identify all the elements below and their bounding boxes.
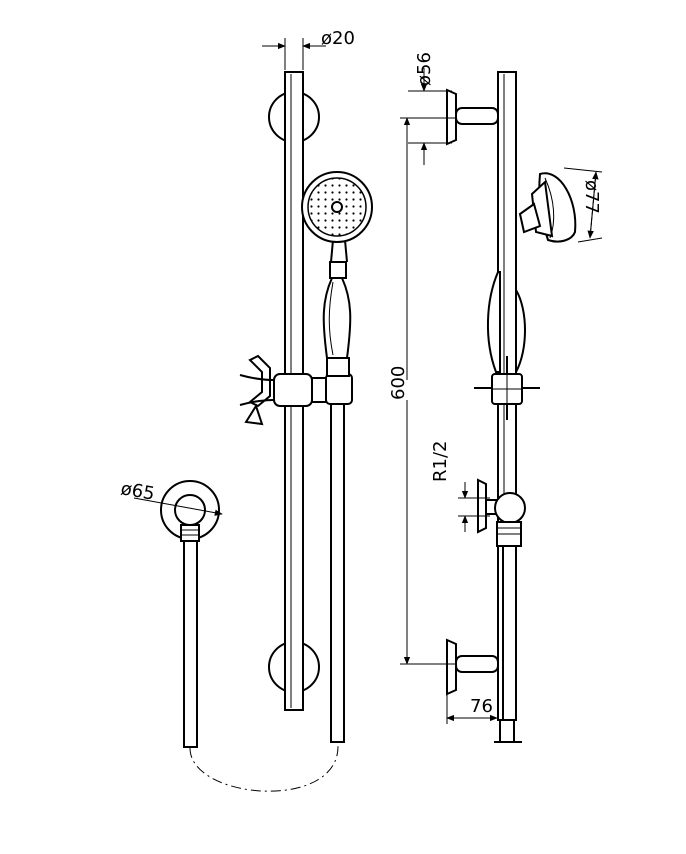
bar-diameter-label: ø20 [321, 28, 355, 49]
side-view: ø56 600 ø77 [388, 52, 603, 743]
thread-size-dimension: R1/2 [430, 441, 490, 532]
side-slider-cross [474, 356, 540, 420]
wall-offset-dimension: 76 [446, 694, 498, 724]
bar-length-dimension: 600 [388, 117, 455, 665]
bar-diameter-dimension: ø20 [262, 28, 355, 70]
front-shower-hose [183, 399, 345, 792]
outlet-diameter-label: ø65 [119, 478, 156, 505]
bracket-diameter-dimension: ø56 [408, 52, 452, 165]
showerhead-diameter-dimension: ø77 [563, 167, 603, 243]
front-view: ø20 [119, 28, 373, 792]
front-slider [239, 354, 353, 426]
front-wall-outlet [160, 480, 220, 542]
wall-offset-label: 76 [470, 696, 493, 717]
showerhead-diameter-label: ø77 [581, 180, 602, 214]
front-hand-shower [301, 171, 373, 377]
side-bottom-bracket [446, 638, 499, 696]
bracket-diameter-label: ø56 [414, 52, 435, 86]
side-showerhead [518, 172, 577, 243]
bar-length-label: 600 [388, 366, 409, 400]
thread-size-label: R1/2 [430, 441, 451, 482]
side-top-bracket [446, 88, 499, 146]
side-hand-shower-handle [486, 271, 526, 373]
side-hose-connector [477, 478, 526, 721]
